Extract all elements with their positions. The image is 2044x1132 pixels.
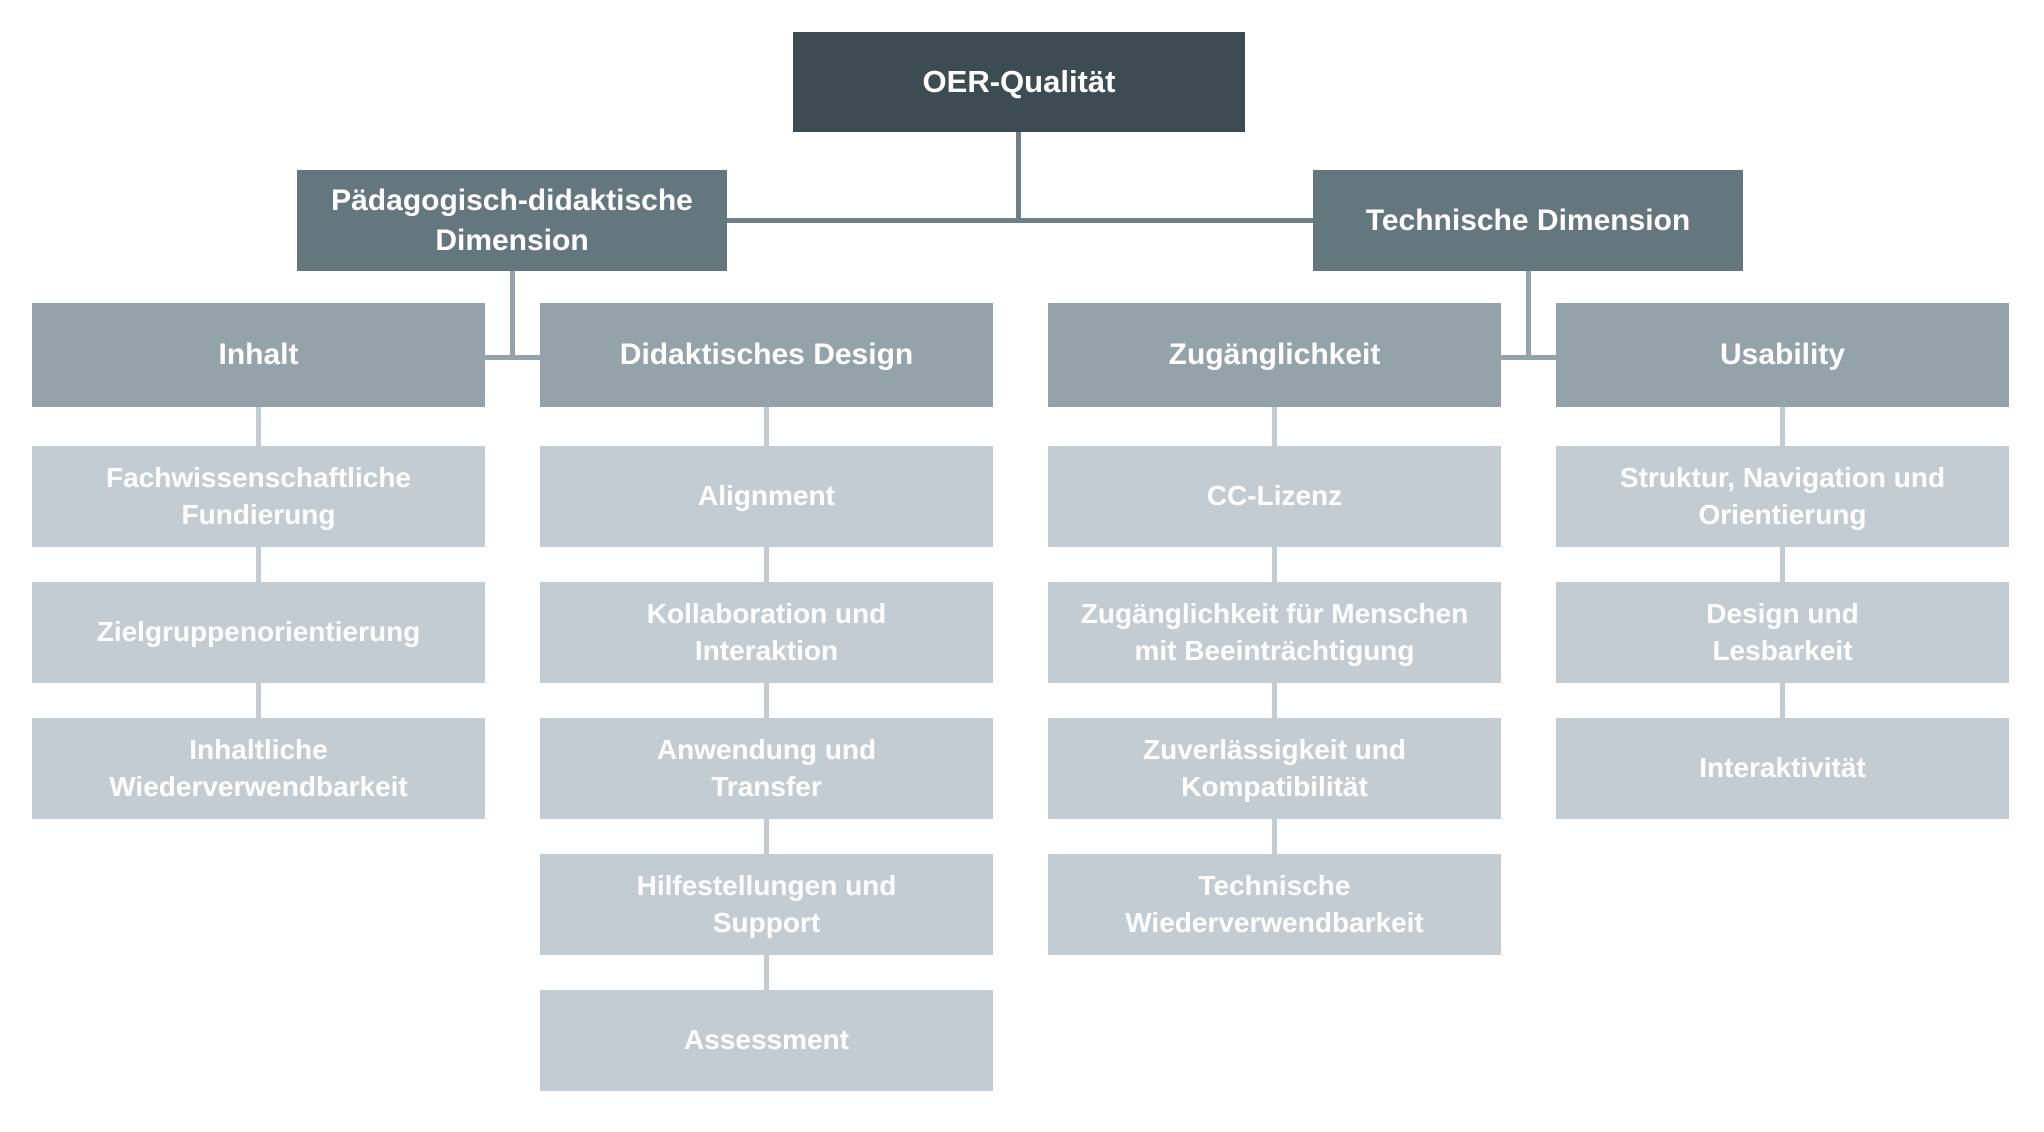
category-header-didaktisches-design: Didaktisches Design <box>540 303 993 407</box>
connector-header-bridge <box>1501 355 1556 360</box>
connector-item <box>256 407 261 446</box>
connector-dimension-drop <box>1526 271 1531 358</box>
root-node: OER-Qualität <box>793 32 1245 132</box>
item-node: Zuverlässigkeit und Kompatibilität <box>1048 718 1501 819</box>
dimension-node-paedagogisch-didaktisch: Pädagogisch-didaktische Dimension <box>297 170 727 271</box>
item-node: Interaktivität <box>1556 718 2009 819</box>
connector-item <box>1272 683 1277 718</box>
connector-item <box>1272 407 1277 446</box>
connector-header-bridge <box>485 355 540 360</box>
connector-item <box>1272 547 1277 582</box>
item-node: Fachwissenschaftliche Fundierung <box>32 446 485 547</box>
connector-root-horizontal <box>727 218 1313 223</box>
item-node: Inhaltliche Wiederverwendbarkeit <box>32 718 485 819</box>
item-node: Kollaboration und Interaktion <box>540 582 993 683</box>
connector-item <box>764 547 769 582</box>
category-header-inhalt: Inhalt <box>32 303 485 407</box>
item-node: Zugänglichkeit für Menschen mit Beeinträ… <box>1048 582 1501 683</box>
category-header-usability: Usability <box>1556 303 2009 407</box>
connector-item <box>764 683 769 718</box>
connector-item <box>764 407 769 446</box>
item-node: Hilfestellungen und Support <box>540 854 993 955</box>
connector-dimension-drop <box>510 271 515 358</box>
item-node: Alignment <box>540 446 993 547</box>
item-node: Technische Wiederverwendbarkeit <box>1048 854 1501 955</box>
connector-item <box>764 955 769 990</box>
item-node: Design und Lesbarkeit <box>1556 582 2009 683</box>
connector-item <box>1780 683 1785 718</box>
item-node: CC-Lizenz <box>1048 446 1501 547</box>
connector-item <box>1272 819 1277 854</box>
dimension-node-technisch: Technische Dimension <box>1313 170 1743 271</box>
connector-root-trunk <box>1016 132 1021 220</box>
item-node: Assessment <box>540 990 993 1091</box>
connector-item <box>256 683 261 718</box>
connector-item <box>1780 407 1785 446</box>
connector-item <box>1780 547 1785 582</box>
connector-item <box>256 547 261 582</box>
category-header-zugaenglichkeit: Zugänglichkeit <box>1048 303 1501 407</box>
item-node: Anwendung und Transfer <box>540 718 993 819</box>
connector-item <box>764 819 769 854</box>
item-node: Zielgruppenorientierung <box>32 582 485 683</box>
item-node: Struktur, Navigation und Orientierung <box>1556 446 2009 547</box>
